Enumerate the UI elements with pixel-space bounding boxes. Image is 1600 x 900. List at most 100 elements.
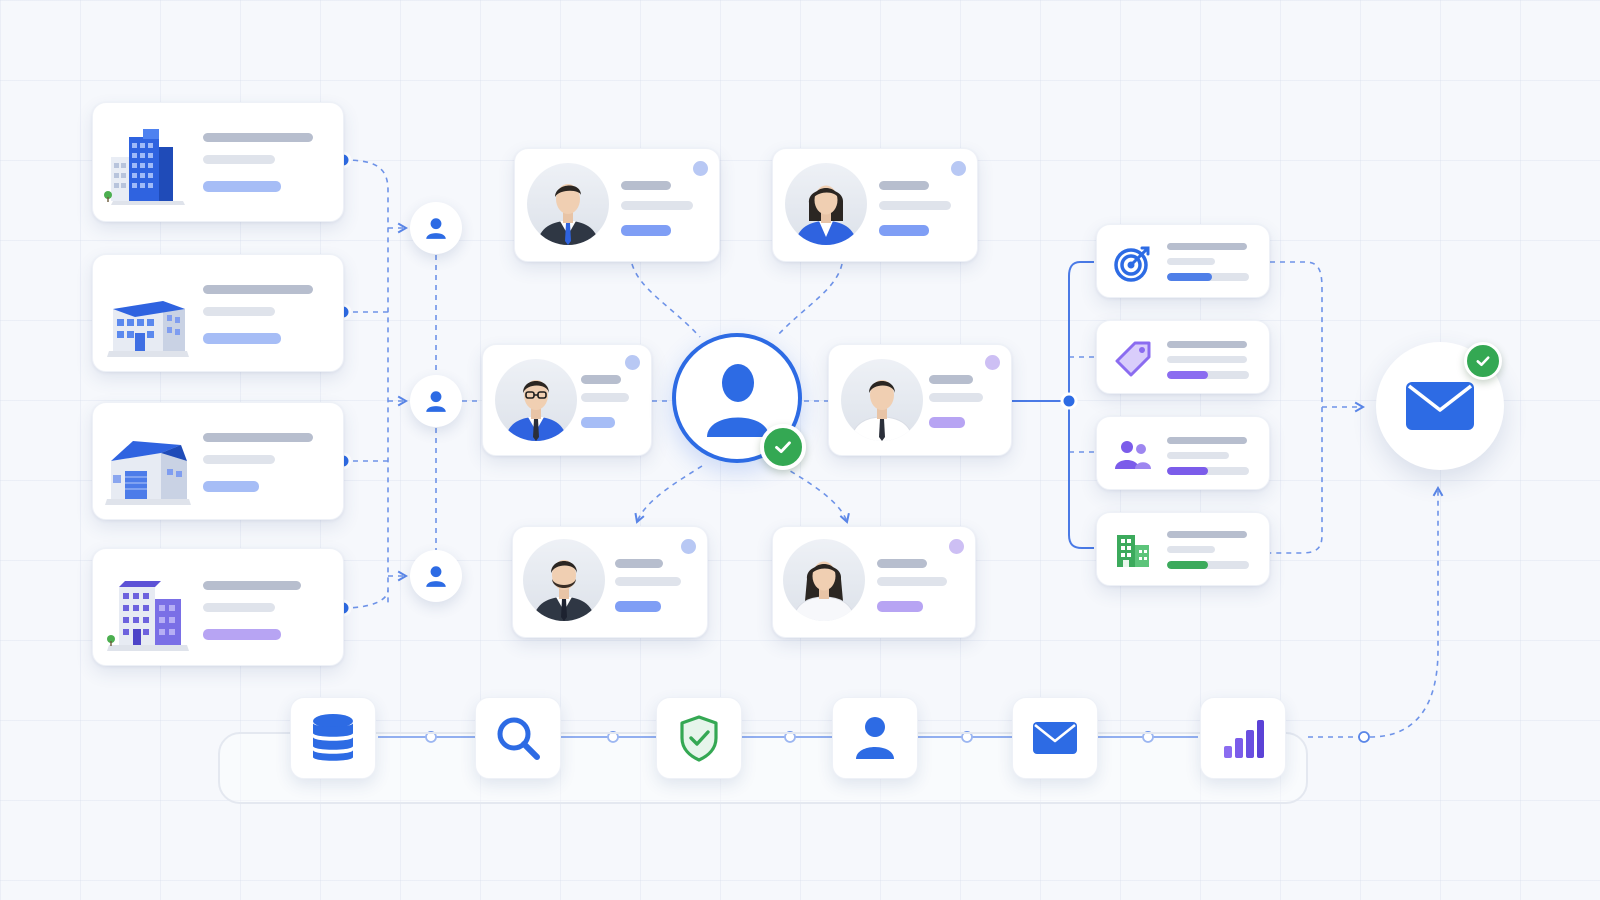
status-dot	[693, 161, 708, 176]
text-line	[1167, 356, 1247, 363]
text-line	[203, 581, 301, 590]
contact-card-6[interactable]	[772, 526, 976, 638]
text-line	[203, 433, 313, 442]
progress-track	[1167, 561, 1249, 569]
text-line	[203, 307, 275, 316]
text-line	[877, 577, 947, 586]
man-glasses-icon	[505, 380, 567, 441]
accent-line	[879, 225, 929, 236]
warehouse-icon	[105, 441, 191, 505]
text-line	[1167, 531, 1247, 538]
attribute-card-tag[interactable]	[1096, 320, 1270, 394]
apartment-building-icon	[107, 581, 189, 651]
source-card-3[interactable]	[92, 402, 344, 520]
woman-white-blazer-icon	[792, 561, 856, 621]
progress-track	[1167, 273, 1249, 281]
attribute-card-users[interactable]	[1096, 416, 1270, 490]
collector-node-1[interactable]	[410, 202, 462, 254]
text-line	[879, 181, 929, 190]
status-dot	[681, 539, 696, 554]
status-dot	[951, 161, 966, 176]
user-icon	[707, 364, 769, 437]
text-line	[879, 201, 951, 210]
accent-line	[615, 601, 661, 612]
text-line	[1167, 243, 1247, 250]
man-suit-icon	[537, 184, 599, 245]
company-icon	[1117, 535, 1149, 567]
collector-node-3[interactable]	[410, 550, 462, 602]
user-icon	[856, 717, 894, 759]
pipeline-track	[218, 732, 1308, 804]
progress-track	[1167, 371, 1249, 379]
mail-icon	[1033, 722, 1077, 754]
bar-chart-icon	[1224, 720, 1264, 758]
tag-icon	[1115, 341, 1151, 377]
shield-check-icon	[680, 715, 718, 762]
woman-blazer-icon	[795, 185, 857, 245]
office-block-icon	[107, 301, 189, 357]
accent-line	[929, 417, 965, 428]
accent-line	[877, 601, 923, 612]
contact-card-2[interactable]	[772, 148, 978, 262]
accent-line	[203, 181, 281, 192]
source-card-4[interactable]	[92, 548, 344, 666]
text-line	[929, 393, 983, 402]
text-line	[203, 455, 275, 464]
progress-fill	[1167, 561, 1208, 569]
source-card-1[interactable]	[92, 102, 344, 222]
text-line	[203, 603, 275, 612]
text-line	[581, 393, 629, 402]
attribute-card-company[interactable]	[1096, 512, 1270, 586]
text-line	[615, 577, 681, 586]
accent-line	[203, 333, 281, 344]
man-shirt-tie-icon	[850, 380, 914, 441]
pipeline-step-analytics[interactable]	[1200, 697, 1286, 779]
mail-icon	[1406, 382, 1474, 430]
status-dot	[985, 355, 1000, 370]
text-line	[203, 285, 313, 294]
verified-check-icon	[760, 424, 806, 470]
progress-fill	[1167, 371, 1208, 379]
text-line	[877, 559, 927, 568]
accent-line	[581, 417, 615, 428]
user-icon	[426, 218, 446, 239]
status-dot	[625, 355, 640, 370]
text-line	[203, 133, 313, 142]
accent-line	[203, 629, 281, 640]
progress-fill	[1167, 467, 1208, 475]
users-icon	[1115, 441, 1151, 469]
sent-check-icon	[1464, 342, 1502, 380]
text-line	[203, 155, 275, 164]
text-line	[1167, 546, 1215, 553]
text-line	[581, 375, 621, 384]
contact-card-3[interactable]	[482, 344, 652, 456]
source-card-2[interactable]	[92, 254, 344, 372]
text-line	[929, 375, 973, 384]
user-icon	[426, 391, 446, 412]
progress-fill	[1167, 273, 1213, 281]
text-line	[621, 201, 693, 210]
text-line	[615, 559, 663, 568]
pipeline-step-database[interactable]	[290, 697, 376, 779]
accent-line	[621, 225, 671, 236]
contact-card-1[interactable]	[514, 148, 720, 262]
pipeline-step-verify[interactable]	[656, 697, 742, 779]
office-tower-icon	[104, 129, 185, 205]
pipeline-step-profile[interactable]	[832, 697, 918, 779]
output-mail-node[interactable]	[1376, 342, 1504, 470]
target-icon	[1114, 246, 1150, 282]
collector-node-2[interactable]	[410, 375, 462, 427]
text-line	[1167, 437, 1247, 444]
contact-card-5[interactable]	[512, 526, 708, 638]
pipeline-step-mail[interactable]	[1012, 697, 1098, 779]
central-profile-hub[interactable]	[672, 333, 802, 463]
text-line	[1167, 258, 1215, 265]
status-dot	[949, 539, 964, 554]
progress-track	[1167, 467, 1249, 475]
man-beard-icon	[533, 560, 595, 621]
user-icon	[426, 566, 446, 587]
contact-card-4[interactable]	[828, 344, 1012, 456]
attribute-card-target[interactable]	[1096, 224, 1270, 298]
pipeline-step-search[interactable]	[475, 697, 561, 779]
text-line	[1167, 341, 1247, 348]
